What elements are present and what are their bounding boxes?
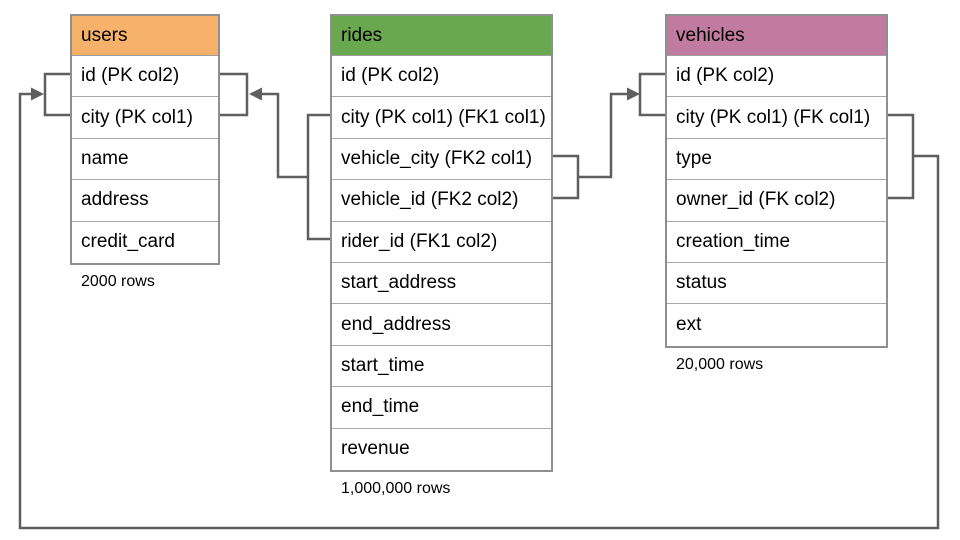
column-row-vehicles-5: status xyxy=(667,262,886,305)
column-row-rides-1: city (PK col1) (FK1 col1) xyxy=(332,97,551,139)
vehicles-pk-bracket-left xyxy=(638,72,665,117)
column-row-users-4: credit_card xyxy=(72,221,218,263)
row-count-label-rides: 1,000,000 rows xyxy=(341,479,451,497)
column-row-rides-4: rider_id (FK1 col2) xyxy=(332,221,551,263)
column-row-rides-6: end_address xyxy=(332,304,551,346)
relationship-rides-vehicles xyxy=(553,72,665,200)
row-count-label-vehicles: 20,000 rows xyxy=(676,355,764,373)
column-row-rides-3: vehicle_id (FK2 col2) xyxy=(332,180,551,222)
column-row-users-2: name xyxy=(72,138,218,181)
column-row-vehicles-6: ext xyxy=(667,304,886,346)
column-row-users-1: city (PK col1) xyxy=(72,97,218,139)
table-title-vehicles: vehicles xyxy=(667,16,886,56)
column-row-users-0: id (PK col2) xyxy=(72,56,218,98)
column-row-rides-2: vehicle_city (FK2 col1) xyxy=(332,138,551,181)
rides-vehicles-route xyxy=(578,92,627,179)
column-row-rides-5: start_address xyxy=(332,262,551,305)
table-title-rides: rides xyxy=(332,16,551,56)
column-row-users-3: address xyxy=(72,180,218,222)
users-pk-bracket-left xyxy=(43,72,70,117)
users-pk-bracket-right xyxy=(220,72,249,117)
table-title-users: users xyxy=(72,16,218,56)
arrowhead-into-vehicles xyxy=(627,87,640,101)
arrowhead-into-users-left xyxy=(31,87,44,101)
column-row-rides-8: end_time xyxy=(332,387,551,429)
vehicles-users-route xyxy=(18,92,940,530)
column-row-rides-0: id (PK col2) xyxy=(332,56,551,98)
column-row-vehicles-1: city (PK col1) (FK col1) xyxy=(667,97,886,139)
relationship-vehicles-users xyxy=(18,72,940,530)
column-row-vehicles-2: type xyxy=(667,138,886,181)
rides-users-route xyxy=(261,92,308,179)
row-count-label-users: 2000 rows xyxy=(81,272,155,290)
column-row-rides-7: start_time xyxy=(332,345,551,388)
relationship-rides-users xyxy=(220,72,330,241)
column-row-rides-9: revenue xyxy=(332,428,551,470)
column-row-vehicles-0: id (PK col2) xyxy=(667,56,886,98)
column-row-vehicles-3: owner_id (FK col2) xyxy=(667,180,886,222)
arrowhead-into-users-right xyxy=(249,87,262,101)
column-row-vehicles-4: creation_time xyxy=(667,221,886,263)
